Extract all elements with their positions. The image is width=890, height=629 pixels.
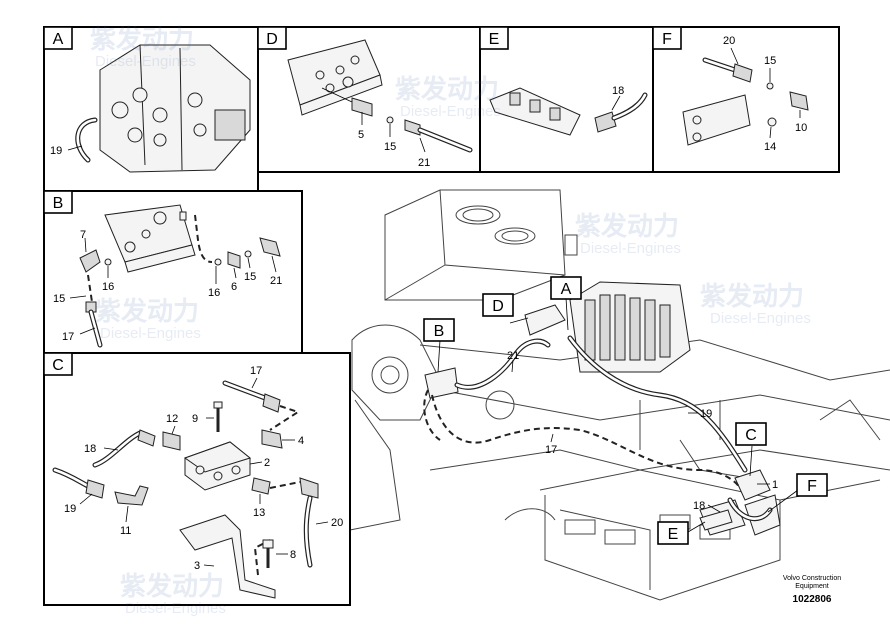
callout-a-label: A — [561, 281, 572, 298]
watermark-3-en: Diesel-Engines — [710, 310, 811, 327]
watermark-3-cn: 紫发动力 — [700, 281, 804, 312]
panel-a-label: A — [53, 31, 64, 48]
panel-e: E 18 — [479, 26, 654, 173]
callout-d-label: D — [492, 298, 504, 315]
panel-c-part-12: 12 — [166, 413, 178, 425]
panel-c-part-11: 11 — [120, 525, 131, 537]
panel-a-part-19: 19 — [50, 145, 62, 157]
callout-f[interactable]: F — [796, 473, 828, 497]
panel-c-part-4: 4 — [298, 435, 304, 447]
brand-subtitle: Equipment — [795, 583, 829, 590]
main-control-valve — [569, 281, 691, 373]
panel-b-label: B — [53, 195, 64, 212]
watermark-3: 紫发动力 Diesel-Engines — [700, 281, 811, 327]
panel-c-part-18: 18 — [84, 443, 96, 455]
panel-c-part-8: 8 — [290, 549, 296, 561]
main-part-21: 21 — [507, 350, 519, 362]
callout-c-label: C — [745, 427, 757, 444]
panel-f-part-15: 15 — [764, 55, 776, 67]
panel-b-part-17: 17 — [62, 331, 74, 343]
main-part-1: 1 — [772, 479, 778, 491]
panel-c-part-3: 3 — [194, 560, 200, 572]
panel-b-part-16-right: 16 — [208, 287, 220, 299]
panel-c-part-13: 13 — [253, 507, 265, 519]
callout-f-label: F — [807, 478, 817, 495]
panel-c-part-17: 17 — [250, 365, 262, 377]
panel-f-part-14: 14 — [764, 141, 776, 153]
panel-d-part-15: 15 — [384, 141, 396, 153]
panel-c-label: C — [52, 357, 64, 374]
main-part-19: 19 — [700, 408, 712, 420]
callout-b[interactable]: B — [423, 318, 455, 342]
main-machine-view — [349, 189, 890, 601]
panel-e-part-18: 18 — [612, 85, 624, 97]
panel-e-label: E — [489, 31, 500, 48]
watermark-5-cn: 紫发动力 — [575, 211, 679, 242]
callout-d[interactable]: D — [482, 293, 514, 317]
panel-b-part-6: 6 — [231, 281, 237, 293]
callout-e-label: E — [668, 526, 679, 543]
main-part-18: 18 — [693, 500, 705, 512]
panel-b-part-7: 7 — [80, 229, 86, 241]
panel-f: F 20 15 10 14 — [652, 26, 840, 173]
footer: Volvo Construction Equipment 1022806 — [783, 575, 841, 605]
main-part-17: 17 — [545, 444, 557, 456]
panel-f-part-10: 10 — [795, 122, 807, 134]
panel-b-part-21: 21 — [270, 275, 282, 287]
panel-f-part-20: 20 — [723, 35, 735, 47]
main-view-leaders — [437, 297, 799, 533]
drawing-number: 1022806 — [793, 594, 832, 605]
panel-d-part-5: 5 — [358, 129, 364, 141]
watermark-5: 紫发动力 Diesel-Engines — [575, 211, 681, 257]
panel-d-part-21: 21 — [418, 157, 430, 169]
panel-c-part-2: 2 — [264, 457, 270, 469]
callout-c[interactable]: C — [735, 422, 767, 446]
panel-d: D 5 15 21 — [257, 26, 481, 173]
panel-a: A 19 — [43, 26, 259, 192]
watermark-5-en: Diesel-Engines — [580, 240, 681, 257]
panel-b: B 7 16 15 17 16 6 15 21 — [43, 190, 303, 354]
callout-b-label: B — [434, 323, 445, 340]
callout-e[interactable]: E — [657, 521, 689, 545]
panel-c-part-19: 19 — [64, 503, 76, 515]
panel-f-label: F — [662, 31, 672, 48]
panel-b-part-15-right: 15 — [244, 271, 256, 283]
panel-c-part-9: 9 — [192, 413, 198, 425]
panel-d-label: D — [266, 31, 278, 48]
panel-b-part-16-left: 16 — [102, 281, 114, 293]
panel-b-part-15-left: 15 — [53, 293, 65, 305]
panel-c-part-20: 20 — [331, 517, 343, 529]
panel-c: C — [43, 352, 351, 606]
brand-name: Volvo Construction — [783, 575, 841, 582]
callout-a[interactable]: A — [550, 276, 582, 300]
